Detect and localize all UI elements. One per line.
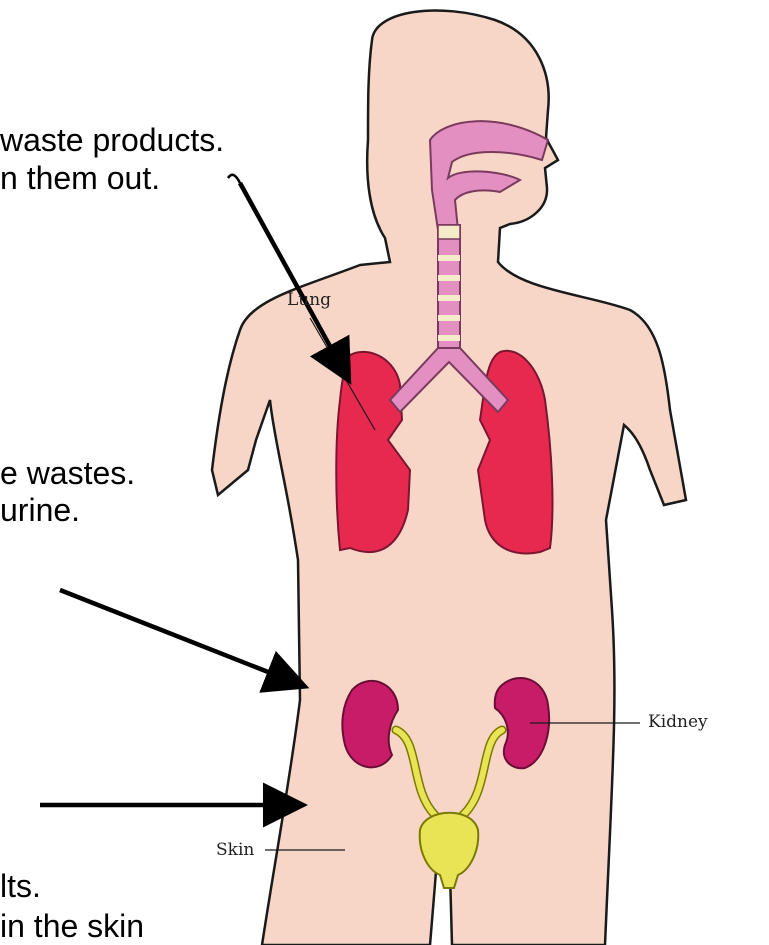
caption-line-1: waste products. [0, 122, 224, 158]
trachea [438, 225, 460, 350]
caption-line-6: in the skin [0, 908, 144, 944]
caption-line-3: e wastes. [0, 455, 135, 491]
lung-label: Lung [287, 290, 331, 310]
caption-line-5: lts. [0, 868, 41, 904]
caption-line-4: urine. [0, 492, 80, 528]
arrow-to-body-side [60, 590, 301, 685]
caption-line-2: n them out. [0, 160, 160, 196]
left-kidney [342, 681, 398, 767]
arrow-hook [228, 175, 240, 183]
skin-label: Skin [216, 840, 254, 860]
kidney-label: Kidney [648, 712, 708, 732]
